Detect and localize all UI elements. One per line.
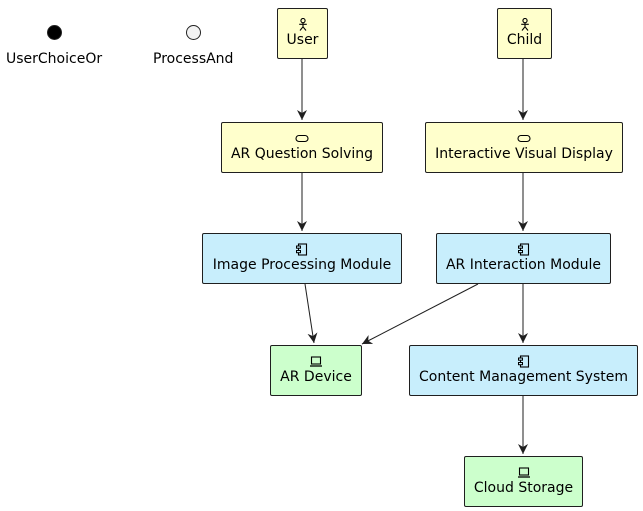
actor-user-label: User: [286, 32, 319, 48]
device-ar-device[interactable]: AR Device: [270, 345, 362, 396]
component-icon: [296, 243, 308, 256]
device-cloud-storage-label: Cloud Storage: [473, 480, 574, 496]
actor-child-label: Child: [506, 32, 543, 48]
user-choice-or-dot: [47, 25, 62, 40]
usecase-ar-question-solving-label: AR Question Solving: [230, 146, 374, 162]
actor-child[interactable]: Child: [497, 8, 552, 59]
usecase-interactive-visual-display[interactable]: Interactive Visual Display: [425, 122, 623, 173]
device-icon: [517, 467, 530, 478]
actor-user[interactable]: User: [277, 8, 328, 59]
device-icon: [310, 356, 322, 367]
edge-ar-interaction-module-to-ar-device: [361, 283, 479, 345]
component-icon: [517, 355, 529, 368]
component-ar-interaction-module-label: AR Interaction Module: [445, 257, 602, 273]
component-image-processing-module-label: Image Processing Module: [212, 257, 392, 273]
component-content-management-system[interactable]: Content Management System: [409, 345, 638, 396]
usecase-icon: [517, 134, 531, 143]
component-ar-interaction-module[interactable]: AR Interaction Module: [436, 233, 611, 284]
edge-image-processing-module-to-ar-device: [304, 283, 318, 344]
usecase-ar-question-solving[interactable]: AR Question Solving: [221, 122, 383, 173]
component-image-processing-module[interactable]: Image Processing Module: [202, 233, 402, 284]
component-icon: [517, 243, 529, 256]
user-choice-or-label: UserChoiceOr: [6, 51, 103, 67]
process-and-label: ProcessAnd: [153, 51, 234, 67]
usecase-interactive-visual-display-label: Interactive Visual Display: [435, 146, 613, 162]
device-cloud-storage[interactable]: Cloud Storage: [464, 456, 583, 507]
usecase-icon: [295, 134, 309, 143]
actor-icon: [298, 18, 307, 31]
process-and-dot: [186, 25, 201, 40]
device-ar-device-label: AR Device: [280, 369, 352, 385]
actor-icon: [520, 18, 529, 31]
component-content-management-system-label: Content Management System: [418, 369, 628, 385]
